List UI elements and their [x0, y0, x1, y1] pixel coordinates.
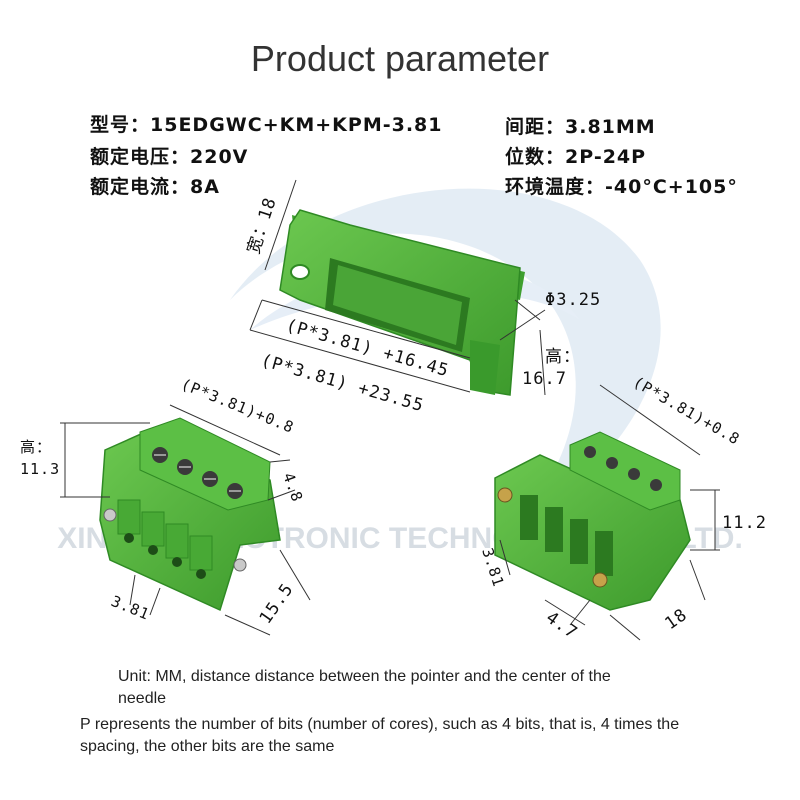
page-title: Product parameter [250, 38, 550, 79]
spec-positions: 位数：2P-24P [505, 142, 646, 169]
right-dim-112: 11.2 [722, 513, 767, 533]
spec-temperature: 环境温度：-40°C+105° [505, 172, 738, 199]
note-line-1: Unit: MM, distance distance between the … [118, 668, 611, 685]
spec-voltage-label: 额定电压： [90, 146, 191, 168]
spec-voltage: 额定电压：220V [90, 142, 248, 169]
spec-voltage-value: 220V [190, 146, 249, 168]
right-dim-top: (P*3.81)+0.8 [630, 373, 743, 449]
dim-height-value: 16.7 [522, 369, 567, 389]
left-dim-height-value: 11.3 [20, 460, 60, 478]
left-dim-48: 4.8 [279, 470, 306, 504]
spec-current-value: 8A [190, 176, 220, 198]
left-dimension-lines [60, 404, 311, 636]
spec-pitch-value: 3.81MM [565, 116, 656, 138]
spec-current-label: 额定电流： [90, 176, 191, 198]
spec-model-label: 型号： [90, 114, 151, 136]
header-connector-image [494, 431, 691, 611]
right-dim-18: 18 [661, 605, 691, 634]
spec-pitch-label: 间距： [505, 116, 566, 138]
right-dim-47: 4.7 [542, 608, 581, 644]
spec-pitch: 间距：3.81MM [505, 112, 656, 139]
plug-connector-image [99, 417, 281, 612]
spec-model-value: 15EDGWC+KM+KPM-3.81 [150, 114, 443, 136]
spec-temp-value: -40°C+105° [605, 176, 738, 198]
left-dim-381: 3.81 [109, 592, 153, 624]
note-line-4: spacing, the other bits are the same [80, 738, 335, 755]
dim-width: 宽：18 [244, 195, 281, 257]
note-line-2: needle [118, 690, 167, 707]
spec-model: 型号：15EDGWC+KM+KPM-3.81 [90, 110, 443, 137]
dim-hole-diameter: Φ3.25 [545, 290, 601, 310]
left-dim-155: 15.5 [256, 580, 298, 628]
dim-height-label: 高： [545, 347, 581, 367]
right-dimension-lines [499, 384, 720, 641]
top-dimension-lines [249, 179, 546, 396]
note-line-3: P represents the number of bits (number … [80, 716, 680, 733]
spec-temp-label: 环境温度： [505, 176, 606, 198]
spec-current: 额定电流：8A [90, 172, 220, 199]
spec-positions-value: 2P-24P [565, 146, 647, 168]
left-dim-height-label: 高： [20, 438, 52, 456]
spec-positions-label: 位数： [505, 146, 566, 168]
mounting-header-image [279, 209, 525, 396]
